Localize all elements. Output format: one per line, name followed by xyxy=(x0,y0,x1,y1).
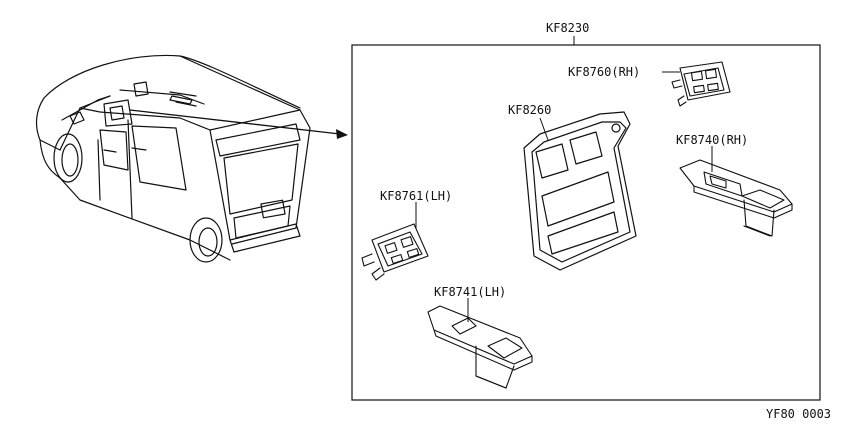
part-kf8740-panel xyxy=(679,159,793,237)
assembly-box xyxy=(351,44,821,401)
figure-code: YF80 0003 xyxy=(766,407,831,421)
part-kf8760-switch xyxy=(671,61,731,107)
leader-arrow xyxy=(129,109,348,139)
part-label-kf8760: KF8760(RH) xyxy=(568,65,640,79)
part-label-kf8260: KF8260 xyxy=(508,103,551,117)
vehicle-illustration xyxy=(35,54,311,263)
kf8260-leader xyxy=(539,117,549,141)
part-kf8260-bezel xyxy=(523,111,637,271)
part-kf8761-switch xyxy=(361,223,429,281)
part-label-kf8741: KF8741(LH) xyxy=(434,285,506,299)
part-label-kf8740: KF8740(RH) xyxy=(676,133,748,147)
part-kf8741-panel xyxy=(427,305,533,389)
assembly-label: KF8230 xyxy=(546,21,589,35)
part-label-kf8761: KF8761(LH) xyxy=(380,189,452,203)
